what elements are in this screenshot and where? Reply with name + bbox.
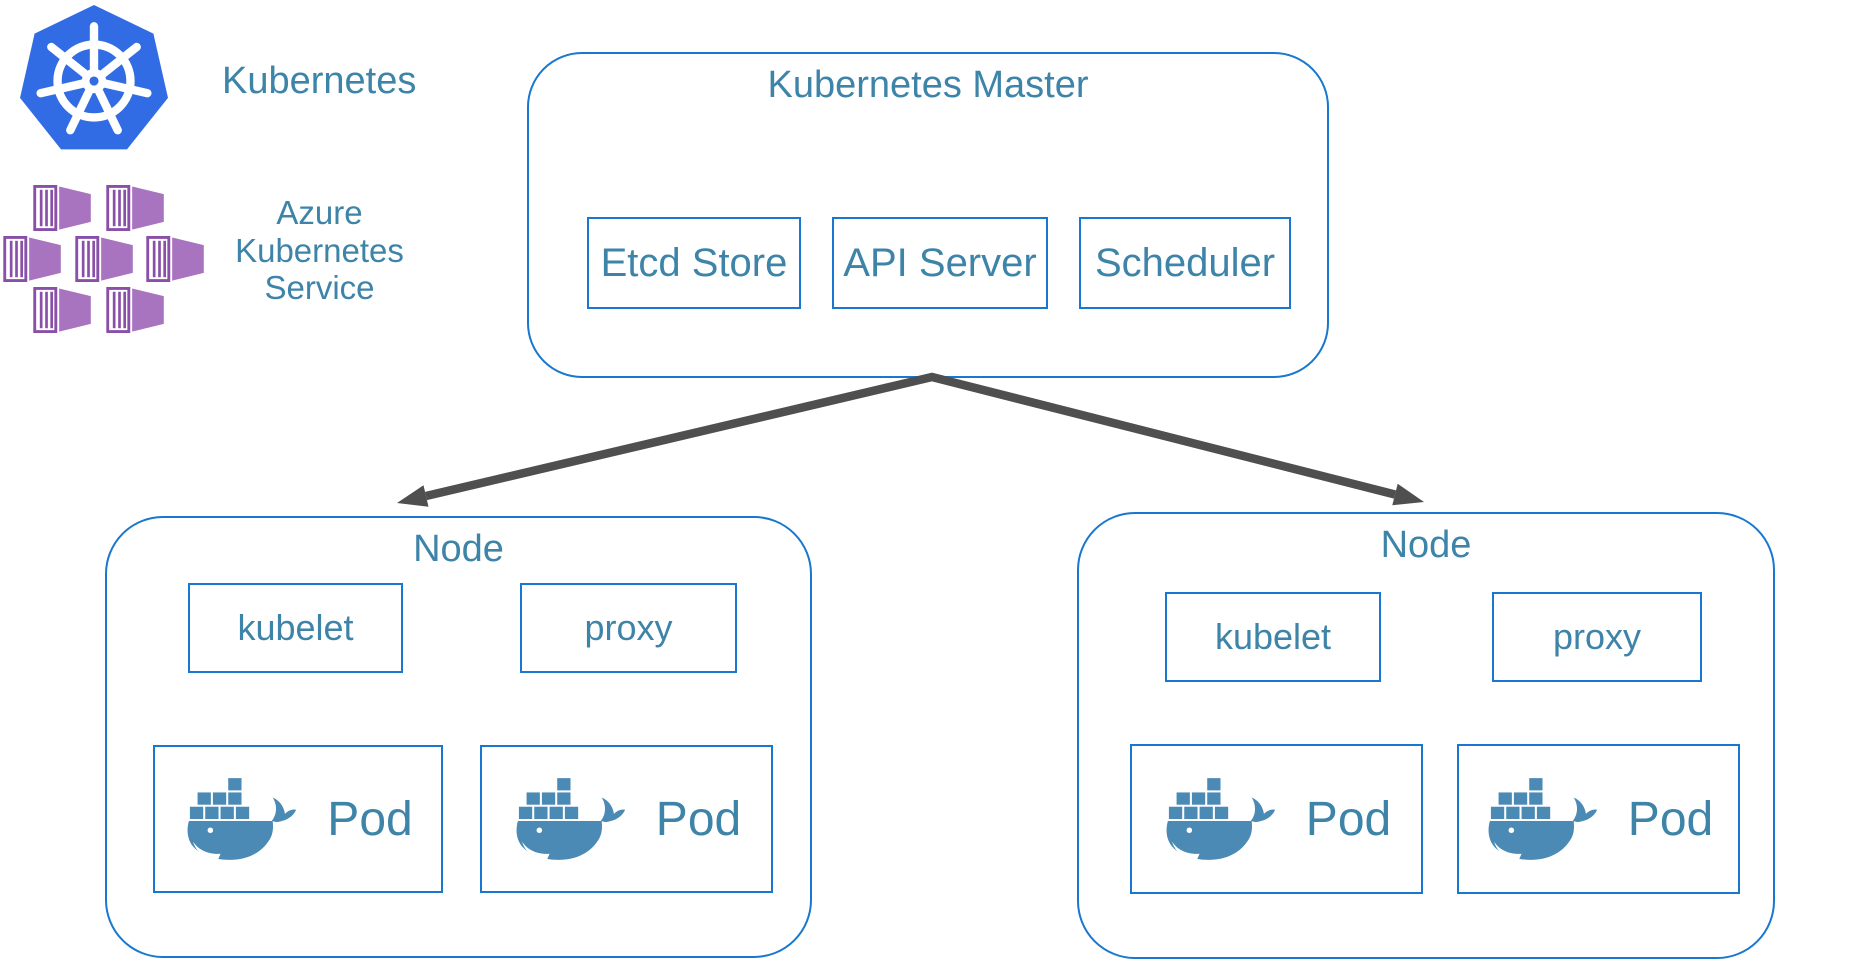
master-title: Kubernetes Master xyxy=(767,64,1089,106)
node-right-proxy-box: proxy xyxy=(1492,592,1702,682)
aks-label-line2: Kubernetes xyxy=(235,231,404,269)
arrowhead-right xyxy=(1392,483,1424,506)
node-left-proxy-box: proxy xyxy=(520,583,737,673)
kubelet-label: kubelet xyxy=(237,607,354,648)
scheduler-box: Scheduler xyxy=(1079,217,1291,309)
docker-whale-icon xyxy=(512,772,628,866)
aks-label-line1: Azure xyxy=(276,194,363,231)
api-server-box: API Server xyxy=(832,217,1048,309)
kubernetes-label: Kubernetes xyxy=(222,60,417,102)
proxy-label: proxy xyxy=(584,607,673,648)
kubelet-label: kubelet xyxy=(1214,616,1332,657)
pod-label: Pod xyxy=(1627,792,1714,846)
etcd-store-box: Etcd Store xyxy=(587,217,801,309)
docker-whale-icon xyxy=(183,772,299,866)
node-left-title: Node xyxy=(413,528,504,570)
node-left-kubelet-box: kubelet xyxy=(188,583,403,673)
docker-whale-icon xyxy=(1162,772,1278,866)
aks-label-line3: Service xyxy=(264,269,375,307)
api-server-label: API Server xyxy=(843,240,1037,285)
node-left-pod2-box: Pod xyxy=(480,745,773,893)
pod-label: Pod xyxy=(327,792,413,846)
node-right-kubelet-box: kubelet xyxy=(1165,592,1381,682)
aks-label: Azure Kubernetes Service xyxy=(222,194,417,307)
etcd-store-label: Etcd Store xyxy=(600,240,788,285)
node-right-pod1-box: Pod xyxy=(1130,744,1423,894)
node-right-title: Node xyxy=(1380,524,1472,566)
node-box-right: Node kubelet proxy Pod Pod xyxy=(1077,512,1775,959)
pod-label: Pod xyxy=(655,792,742,846)
docker-whale-icon xyxy=(1484,772,1600,866)
pod-label: Pod xyxy=(1305,792,1392,846)
node-box-left: Node kubelet proxy Pod Pod xyxy=(105,516,812,958)
proxy-label: proxy xyxy=(1552,616,1642,657)
node-right-pod2-box: Pod xyxy=(1457,744,1740,894)
scheduler-label: Scheduler xyxy=(1094,240,1276,285)
kubernetes-master-box: Kubernetes Master Etcd Store API Server … xyxy=(527,52,1329,378)
node-left-pod1-box: Pod xyxy=(153,745,443,893)
arrowhead-left xyxy=(397,485,429,507)
